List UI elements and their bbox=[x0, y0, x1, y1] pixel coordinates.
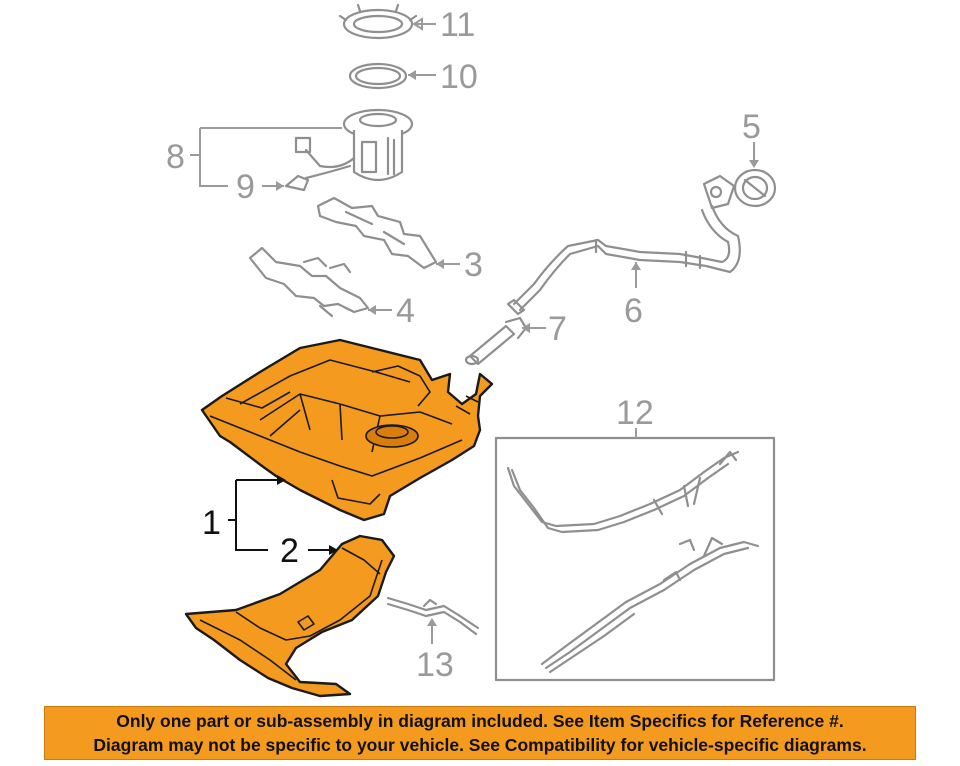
part-13-vent-tube bbox=[386, 596, 480, 636]
callout-12: 12 bbox=[616, 394, 654, 432]
callout-3: 3 bbox=[464, 246, 483, 284]
callout-10: 10 bbox=[440, 58, 478, 96]
part-1-fuel-tank bbox=[200, 338, 494, 522]
callout-7: 7 bbox=[548, 310, 567, 348]
callout-8: 8 bbox=[166, 138, 185, 176]
part-7-hose bbox=[464, 316, 528, 366]
parts-diagram: 11 10 8 9 3 4 bbox=[166, 3, 777, 698]
part-11-lock-ring bbox=[338, 3, 418, 40]
disclaimer-banner: Only one part or sub-assembly in diagram… bbox=[44, 706, 916, 760]
part-4-strap bbox=[248, 246, 370, 318]
callout-9: 9 bbox=[236, 168, 255, 206]
part-8-fuel-pump bbox=[294, 108, 414, 182]
part-5-fuel-cap bbox=[733, 168, 777, 208]
callout-2: 2 bbox=[280, 532, 299, 570]
part-9-sensor bbox=[284, 164, 352, 192]
leader-8 bbox=[190, 127, 342, 187]
callout-11: 11 bbox=[440, 6, 475, 44]
callout-13: 13 bbox=[416, 646, 454, 684]
callout-1: 1 bbox=[202, 504, 221, 542]
part-10-gasket bbox=[348, 62, 408, 90]
banner-line-1: Only one part or sub-assembly in diagram… bbox=[116, 711, 844, 731]
part-2-heat-shield bbox=[184, 534, 396, 698]
callout-5: 5 bbox=[742, 108, 761, 146]
banner-line-2: Diagram may not be specific to your vehi… bbox=[93, 735, 867, 755]
callout-4: 4 bbox=[396, 292, 415, 330]
part-12-fuel-lines bbox=[494, 436, 776, 682]
part-6-filler-pipe bbox=[506, 174, 741, 316]
callout-6: 6 bbox=[624, 292, 643, 330]
part-3-bracket bbox=[316, 196, 438, 270]
leader-1 bbox=[228, 479, 278, 551]
